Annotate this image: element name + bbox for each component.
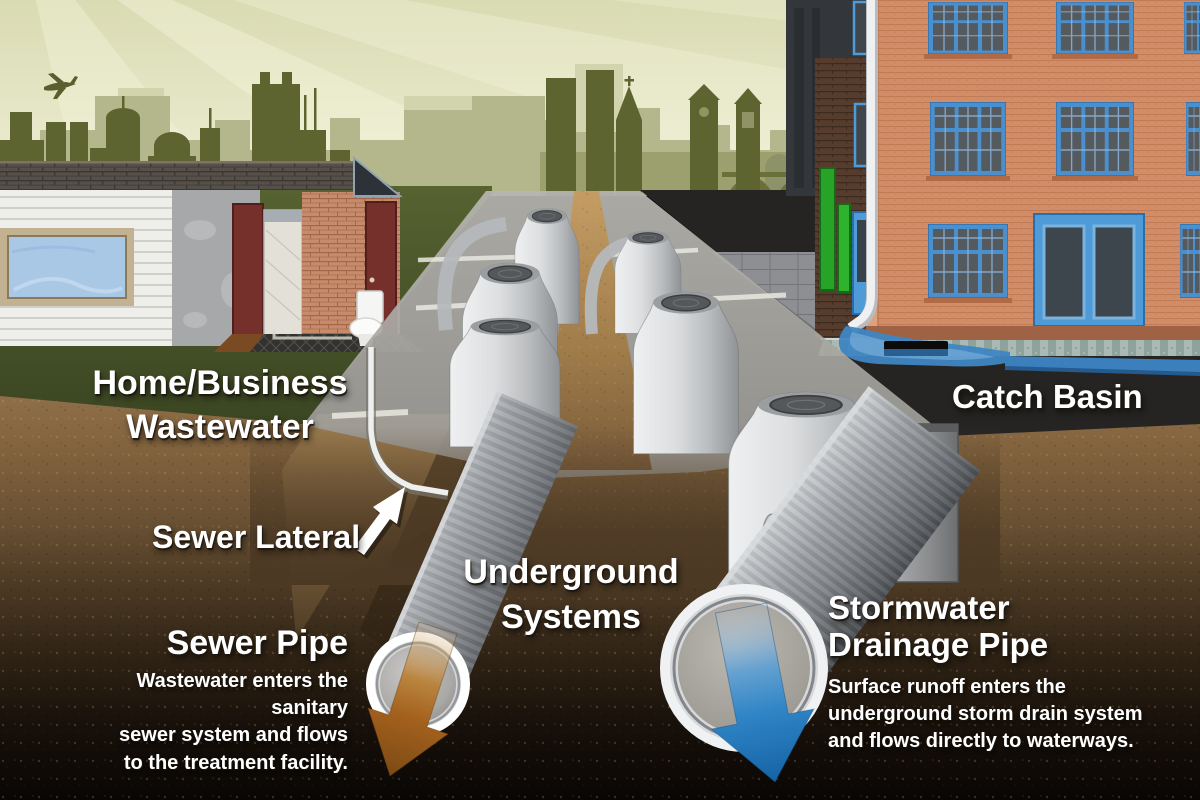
entrance-double-door xyxy=(1033,213,1145,327)
manholes xyxy=(437,207,885,584)
catch-basin-label: Catch Basin xyxy=(952,378,1143,415)
under-floor-pipe xyxy=(272,330,352,340)
shower-stall xyxy=(263,209,303,337)
catch-basin-building xyxy=(786,0,1200,340)
green-door-2 xyxy=(837,203,851,293)
manhole-5 xyxy=(632,291,740,455)
sewer-pipe-label: Sewer Pipe xyxy=(166,624,348,662)
airplane-icon xyxy=(44,73,78,99)
facade-windows xyxy=(924,2,1200,303)
sewer-lateral-pipe xyxy=(366,347,449,500)
underground-systems-label: Underground Systems xyxy=(463,553,679,637)
stormwater-pipe-description: Surface runoff enters the underground st… xyxy=(828,676,1143,753)
sewer-lateral-pointer-arrow xyxy=(354,487,408,559)
house-window xyxy=(0,228,134,306)
sewer-lateral-label: Sewer Lateral xyxy=(152,519,361,555)
downspout xyxy=(847,0,878,334)
sewer-pipe-description: Wastewater enters the sanitary sewer sys… xyxy=(119,670,348,774)
stormwater-pipe-label: Stormwater Drainage Pipe xyxy=(828,589,1049,663)
house-roof xyxy=(0,161,396,190)
wood-floor xyxy=(214,334,264,352)
sewer-flow-arrow xyxy=(367,621,458,777)
home-business-building xyxy=(0,155,424,352)
house-gable xyxy=(353,155,403,197)
green-door-1 xyxy=(819,167,836,291)
open-door-left xyxy=(232,203,264,347)
home-wastewater-label: Home/Business Wastewater xyxy=(92,364,348,446)
stormwater-flow-arrow xyxy=(710,602,815,783)
catch-basin-opening xyxy=(884,341,948,356)
toilet xyxy=(349,290,384,346)
